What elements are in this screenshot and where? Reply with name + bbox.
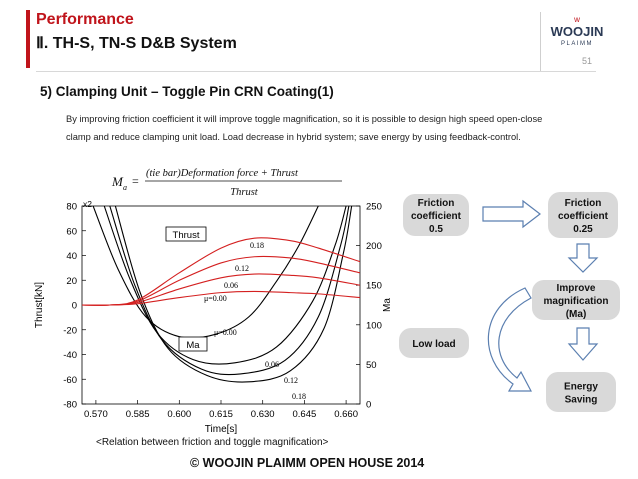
legend-thrust-label: Thrust [173, 230, 200, 241]
logo-mark-icon: w [573, 15, 580, 24]
legend-thrust-box [165, 226, 207, 242]
body-paragraph: By improving friction coefficient it wil… [66, 114, 543, 142]
improve-magnification-box-text: Improve [557, 283, 596, 294]
friction-box-025: Friction coefficient 0.25 [548, 192, 618, 238]
header-underline [36, 71, 596, 72]
low-load-box: Low load [399, 328, 469, 358]
company-logo: w WOOJIN PLAIMM [551, 15, 604, 47]
process-flow-diagram: Friction coefficient 0.5 Friction coefficien… [399, 192, 620, 412]
y-left-tick-label: -20 [63, 325, 77, 336]
friction-box-05-text: coefficient [411, 211, 462, 222]
ma-curve-label: μ=0.00 [214, 328, 237, 337]
friction-box-025-text: coefficient [558, 211, 609, 222]
y-right-tick-label: 200 [366, 241, 382, 252]
energy-saving-box-text: Saving [565, 395, 598, 406]
improve-magnification-box: Improve magnification (Ma) [532, 280, 620, 320]
ma-curve-label: 0.18 [292, 392, 306, 401]
formula-numerator: (tie bar)Deformation force + Thrust [146, 168, 299, 179]
legend-ma-box [178, 336, 208, 352]
legend-thrust: Thrust [165, 226, 207, 242]
down-arrow-icon [567, 243, 599, 273]
right-arrow-icon [482, 199, 541, 229]
thrust-line-mu-0.00 [82, 290, 360, 306]
legend-ma: Ma [178, 336, 208, 352]
header-accent-bar [26, 10, 30, 68]
y-right-tick-label: 150 [366, 281, 382, 292]
y-left-tick-label: 40 [66, 251, 77, 262]
ma-curve-label: 0.12 [284, 376, 298, 385]
y-left-tick-label: 60 [66, 226, 77, 237]
x-tick-label: 0.585 [126, 409, 150, 420]
x-axis-label: Time[s] [205, 424, 238, 435]
logo-bottom-text: PLAIMM [561, 41, 593, 47]
improve-magnification-box-bg [532, 280, 620, 320]
y-right-axis-label: Ma [382, 298, 393, 312]
formula-equals: = [132, 174, 139, 188]
x-tick-label: 0.615 [209, 409, 233, 420]
thrust-curve-label: 0.12 [235, 264, 249, 273]
y-left-tick-label: -60 [63, 375, 77, 386]
low-load-box-bg [399, 328, 469, 358]
friction-box-025-bg [548, 192, 618, 238]
ma-line-mu-0.00 [92, 206, 319, 339]
y-left-tick-label: 80 [66, 202, 77, 213]
logo-top-text: WOOJIN [551, 24, 604, 39]
x-tick-label: 0.630 [251, 409, 275, 420]
formula-denominator: Thrust [230, 187, 259, 198]
improve-magnification-box-text: (Ma) [566, 309, 587, 320]
friction-box-025-text: 0.25 [573, 224, 593, 235]
y-left-tick-label: -40 [63, 350, 77, 361]
page-number: 51 [582, 56, 593, 66]
y-left-multiplier: x2 [83, 199, 92, 209]
formula-lhs: M [111, 174, 124, 189]
ma-curve-label: 0.06 [265, 360, 279, 369]
friction-box-05: Friction coefficient 0.5 [403, 194, 469, 236]
y-left-tick-label: 0 [72, 301, 77, 312]
x-tick-label: 0.570 [84, 409, 108, 420]
header-divider [540, 12, 541, 72]
thrust-curve-label: 0.18 [250, 241, 264, 250]
y-right-tick-label: 100 [366, 320, 382, 331]
x-tick-label: 0.660 [334, 409, 358, 420]
header-title: Performance [36, 11, 134, 28]
ma-line-mu-0.06 [103, 206, 347, 365]
ma-line-mu-0.18 [114, 206, 353, 383]
y-left-tick-label: -80 [63, 400, 77, 411]
energy-saving-box-bg [546, 372, 616, 412]
low-load-box-text: Low load [412, 339, 455, 350]
chart-caption: <Relation between friction and toggle ma… [96, 437, 329, 448]
curved-arrow-icon [487, 287, 532, 392]
formula: M a = (tie bar)Deformation force + Thrus… [111, 168, 342, 198]
y-left-tick-label: 20 [66, 276, 77, 287]
x-tick-label: 0.600 [167, 409, 191, 420]
section-title: 5) Clamping Unit – Toggle Pin CRN Coatin… [40, 84, 334, 99]
y-right-tick-label: 50 [366, 360, 377, 371]
thrust-curve-label: μ=0.00 [204, 294, 227, 303]
y-right-tick-label: 0 [366, 400, 371, 411]
down-arrow-icon [567, 327, 599, 361]
footer-copyright: © WOOJIN PLAIMM OPEN HOUSE 2014 [190, 456, 425, 470]
friction-box-05-text: Friction [418, 198, 455, 209]
x-tick-label: 0.645 [293, 409, 317, 420]
formula-subscript: a [123, 183, 127, 192]
energy-saving-box-text: Energy [564, 382, 598, 393]
y-left-axis-label: Thrust[kN] [34, 282, 45, 328]
header-subtitle: Ⅱ. TH-S, TN-S D&B System [36, 35, 237, 52]
improve-magnification-box-text: magnification [543, 296, 608, 307]
legend-ma-label: Ma [186, 340, 200, 351]
friction-box-05-bg [403, 194, 469, 236]
thrust-curve-label: 0.06 [224, 281, 238, 290]
friction-box-05-text: 0.5 [429, 224, 443, 235]
plot-lines [82, 206, 360, 383]
friction-box-025-text: Friction [565, 198, 602, 209]
friction-magnification-chart: 0.570 0.585 0.600 0.615 0.630 0.645 0.660 80 60 4… [34, 199, 393, 435]
y-right-tick-label: 250 [366, 202, 382, 213]
